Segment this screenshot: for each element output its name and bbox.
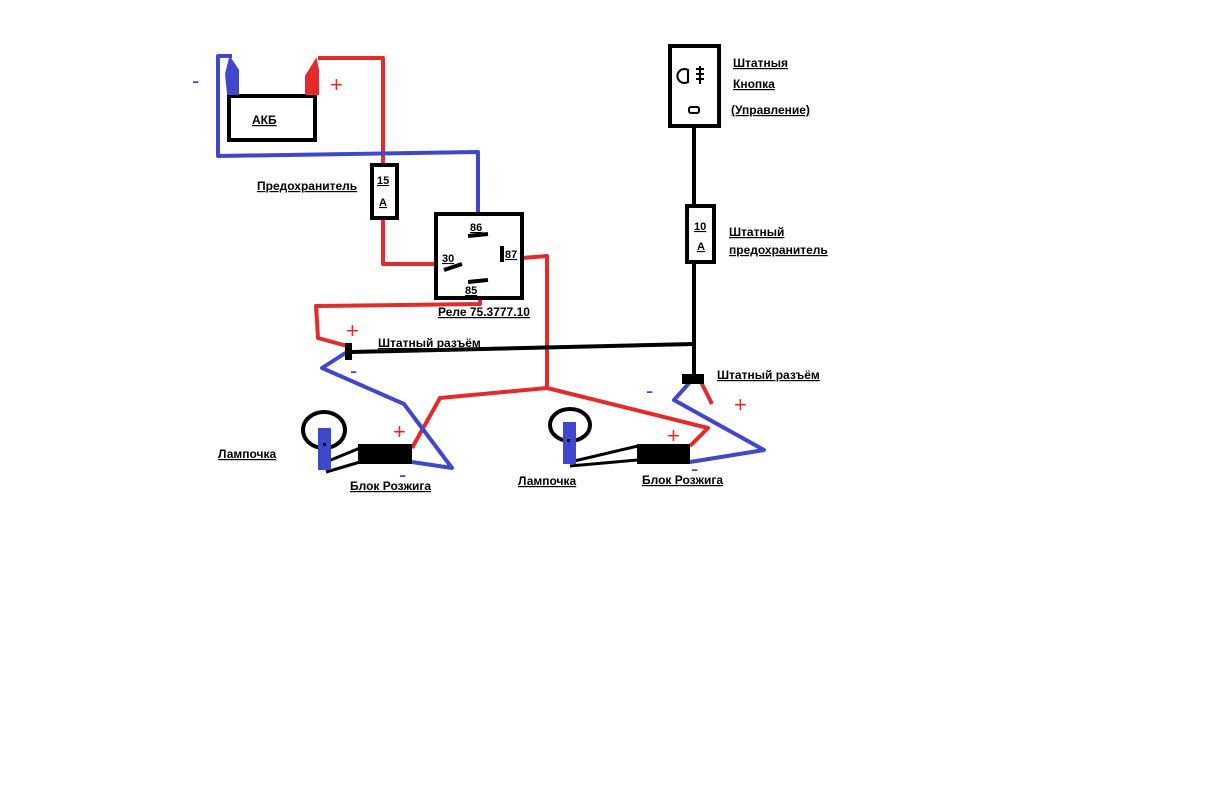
fuse-main-rating-value: 15: [377, 175, 389, 187]
connector-right-minus: -: [646, 378, 653, 403]
wire-to-ballast-right-plus: [546, 386, 710, 448]
wire-relay-87-out: [521, 254, 549, 388]
lamp-right-bulb-icon: [563, 422, 576, 464]
ballast-left: Блок Розжига + -: [350, 419, 431, 493]
relay-pin-85-blade: [467, 278, 489, 284]
lamp-right-label: Лампочка: [518, 474, 577, 488]
headlight-icon: [676, 66, 704, 84]
ballast-left-label: Блок Розжига: [350, 479, 431, 493]
lamp-right-bulb-dot: [567, 439, 570, 442]
fuse-main-rating-unit: A: [379, 197, 387, 209]
connector-left: Штатный разъём + -: [345, 318, 481, 383]
fuse-stock-box: [685, 204, 716, 264]
battery-plus-terminal-icon: [305, 57, 319, 95]
fuse-stock-rating-unit: A: [697, 241, 705, 253]
ballast-left-box: [358, 444, 412, 464]
relay-pin-86-blade: [467, 232, 489, 238]
ballast-right: Блок Розжига + -: [637, 423, 723, 487]
battery-box: [227, 94, 317, 142]
fuse-stock-label-line2: предохранитель: [729, 243, 828, 257]
battery: АКБ - +: [192, 55, 343, 142]
connector-right-plug-icon: [682, 374, 704, 384]
relay-pin-85: 85: [465, 285, 477, 297]
ballast-left-plus: +: [393, 419, 406, 444]
fuse-main-box: [370, 163, 399, 220]
switch-indicator-icon: [688, 106, 700, 114]
lamp-left-bulb-icon: [318, 428, 331, 470]
fuse-stock: 10 A Штатный предохранитель: [685, 204, 828, 264]
ballast-left-minus: -: [399, 462, 406, 487]
lamp-left-bulb-dot: [323, 443, 326, 446]
battery-plus-sign: +: [330, 72, 343, 97]
wire-lamp-right-to-ballast: [569, 444, 639, 468]
switch-label-line1: Штатныя: [733, 56, 788, 70]
wire-battery-minus-to-relay-86: [216, 54, 480, 216]
negative-wires: [216, 54, 766, 470]
wire-control-line: [351, 342, 695, 354]
wire-to-ballast-left-plus: [410, 386, 548, 449]
relay-pin-87: 87: [505, 249, 517, 261]
stock-switch: Штатныя Кнопка (Управление): [668, 44, 810, 128]
battery-minus-terminal-icon: [224, 55, 239, 95]
lamp-right: Лампочка: [518, 407, 592, 488]
connector-right: Штатный разъём + -: [646, 368, 820, 417]
wire-connector-right-minus: [672, 380, 766, 464]
ballast-right-minus: -: [691, 456, 698, 481]
connector-right-label: Штатный разъём: [717, 368, 820, 382]
fuse-stock-label-line1: Штатный: [729, 225, 784, 239]
lamp-left-label: Лампочка: [218, 447, 277, 461]
relay-pin-86: 86: [470, 222, 482, 234]
relay: 86 30 87 85 Реле 75.3777.10: [434, 212, 530, 319]
connector-left-minus: -: [350, 358, 357, 383]
wire-fuse-to-relay-30: [381, 218, 440, 266]
relay-label: Реле 75.3777.10: [438, 305, 530, 319]
relay-pin-30-blade: [443, 262, 463, 272]
connector-right-plus: +: [734, 392, 747, 417]
ballast-right-label: Блок Розжига: [642, 473, 723, 487]
lamp-left: Лампочка: [218, 410, 347, 470]
switch-label-line3: (Управление): [731, 103, 810, 117]
ballast-right-plus: +: [667, 423, 680, 448]
battery-minus-sign: -: [192, 68, 199, 93]
relay-pin-30: 30: [442, 253, 454, 265]
battery-label: АКБ: [252, 113, 277, 127]
ballast-right-box: [637, 444, 690, 464]
fuse-main: 15 A Предохранитель: [257, 163, 399, 220]
connector-left-plug-icon: [345, 343, 352, 360]
signal-wires: [325, 128, 696, 474]
switch-label-line2: Кнопка: [733, 77, 775, 91]
fuse-stock-rating-value: 10: [694, 221, 706, 233]
wire-connector-left-minus: [320, 350, 454, 470]
connector-left-plus: +: [346, 318, 359, 343]
wire-lamp-left-to-ballast: [325, 446, 361, 474]
relay-box: [434, 212, 524, 300]
connector-left-label: Штатный разъём: [378, 336, 481, 350]
fuse-main-label: Предохранитель: [257, 179, 357, 193]
wire-battery-plus-to-fuse: [318, 56, 385, 165]
